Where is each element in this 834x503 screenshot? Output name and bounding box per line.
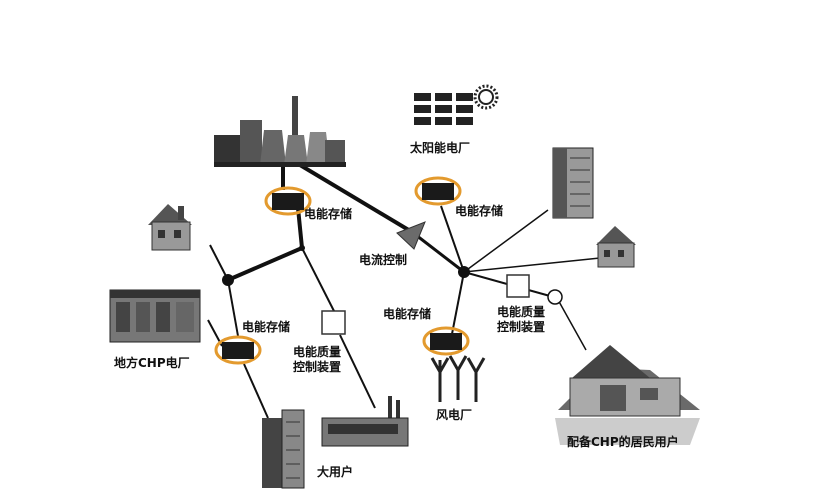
quality-device-left-label: 电能质量 控制装置 bbox=[293, 345, 341, 375]
wind-farm-icon bbox=[430, 355, 486, 402]
quality-device-left-icon bbox=[321, 310, 346, 335]
power-plant-icon bbox=[214, 96, 346, 167]
storage-wind-icon bbox=[422, 326, 470, 356]
junction-node bbox=[222, 274, 234, 286]
wind-farm-label: 风电厂 bbox=[436, 408, 473, 422]
storage-wind-label: 电能存储 bbox=[383, 307, 432, 321]
local-chp-label: 地方CHP电厂 bbox=[114, 356, 190, 370]
factory-icon bbox=[321, 396, 409, 447]
quality-device-right-icon bbox=[506, 274, 530, 298]
residential-chp-label: 配备CHP的居民用户 bbox=[567, 435, 679, 449]
junction-node bbox=[299, 245, 305, 251]
large-user-label: 大用户 bbox=[317, 465, 354, 479]
house-right-icon bbox=[596, 226, 636, 268]
quality-device-right-line2: 控制装置 bbox=[497, 320, 546, 334]
storage-solar-label: 电能存储 bbox=[455, 204, 504, 218]
flow-control-label: 电流控制 bbox=[359, 253, 408, 267]
quality-device-right-line1: 电能质量 bbox=[497, 305, 546, 319]
storage-top-icon bbox=[264, 186, 312, 216]
junction-node bbox=[458, 266, 470, 278]
office-building-icon bbox=[552, 147, 594, 219]
quality-device-left-line2: 控制装置 bbox=[293, 360, 342, 374]
residential-chp-house-icon bbox=[555, 345, 700, 445]
grid-connections bbox=[207, 163, 601, 419]
storage-solar-icon bbox=[414, 176, 462, 206]
flow-control-icon bbox=[396, 221, 426, 250]
storage-top-label: 电能存储 bbox=[304, 207, 353, 221]
switch-node bbox=[547, 289, 563, 305]
storage-left-icon bbox=[214, 335, 262, 365]
solar-plant-label: 太阳能电厂 bbox=[410, 141, 471, 155]
chp-plant-icon bbox=[109, 289, 201, 343]
solar-plant-icon bbox=[414, 84, 499, 125]
storage-left-label: 电能存储 bbox=[242, 320, 291, 334]
quality-device-right-label: 电能质量 控制装置 bbox=[497, 305, 545, 335]
house-icon bbox=[148, 204, 192, 251]
quality-device-left-line1: 电能质量 bbox=[293, 345, 342, 359]
large-user-building-icon bbox=[262, 409, 305, 489]
